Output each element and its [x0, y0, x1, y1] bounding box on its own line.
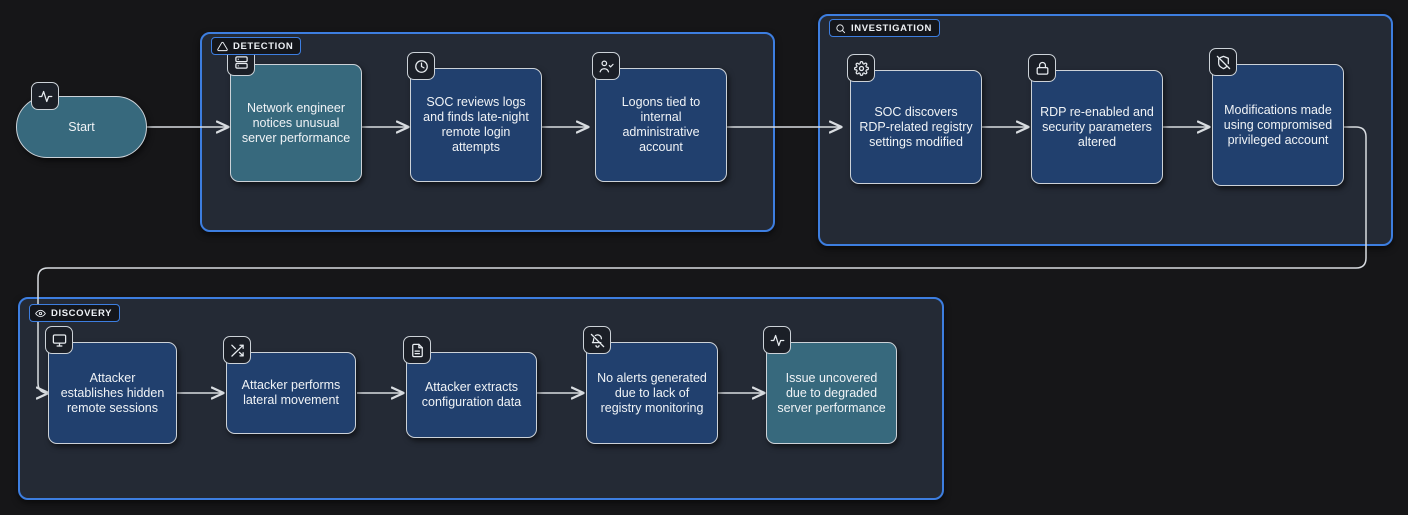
node-label: Modifications made using compromised pri…	[1223, 102, 1333, 147]
node-attacker-extracts-config[interactable]: Attacker extracts configuration data	[403, 336, 537, 438]
node-label: Attacker establishes hidden remote sessi…	[60, 370, 165, 415]
node-rdp-re-enabled[interactable]: RDP re-enabled and security parameters a…	[1028, 54, 1163, 184]
shield-off-icon	[1209, 48, 1237, 76]
node-label: SOC reviews logs and finds late-night re…	[423, 95, 529, 154]
search-icon	[835, 23, 846, 34]
shuffle-icon	[223, 336, 251, 364]
node-label: SOC discovers RDP-related registry setti…	[859, 104, 973, 149]
lock-icon	[1028, 54, 1056, 82]
node-label: RDP re-enabled and security parameters a…	[1040, 104, 1154, 149]
node-label: Issue uncovered due to degraded server p…	[777, 370, 886, 415]
node-no-alerts-generated[interactable]: No alerts generated due to lack of regis…	[583, 326, 718, 444]
node-network-engineer-notices[interactable]: Network engineer notices unusual server …	[227, 48, 362, 182]
group-label-text: INVESTIGATION	[851, 22, 932, 34]
node-start[interactable]: Start	[16, 82, 147, 158]
clock-icon	[407, 52, 435, 80]
eye-icon	[35, 308, 46, 319]
activity-icon	[31, 82, 59, 110]
node-issue-uncovered[interactable]: Issue uncovered due to degraded server p…	[763, 326, 897, 444]
node-modifications-compromised-account[interactable]: Modifications made using compromised pri…	[1209, 48, 1344, 186]
activity-icon	[763, 326, 791, 354]
node-attacker-lateral-movement[interactable]: Attacker performs lateral movement	[223, 336, 356, 434]
group-label-text: DISCOVERY	[51, 307, 113, 319]
node-attacker-establishes-sessions[interactable]: Attacker establishes hidden remote sessi…	[45, 326, 177, 444]
node-label: Logons tied to internal administrative a…	[621, 95, 701, 154]
node-label: No alerts generated due to lack of regis…	[597, 370, 707, 415]
node-soc-reviews-logs[interactable]: SOC reviews logs and finds late-night re…	[407, 52, 542, 182]
warning-triangle-icon	[217, 41, 228, 52]
user-check-icon	[592, 52, 620, 80]
node-soc-discovers-rdp-registry[interactable]: SOC discovers RDP-related registry setti…	[847, 54, 982, 184]
node-label: Network engineer notices unusual server …	[241, 100, 351, 145]
bell-off-icon	[583, 326, 611, 354]
node-label: Start	[68, 119, 95, 134]
node-logons-tied-internal-admin[interactable]: Logons tied to internal administrative a…	[592, 52, 727, 182]
group-label-text: DETECTION	[233, 40, 294, 52]
gear-icon	[847, 54, 875, 82]
node-label: Attacker extracts configuration data	[421, 380, 522, 409]
monitor-icon	[45, 326, 73, 354]
group-label-discovery: DISCOVERY	[29, 304, 121, 322]
file-text-icon	[403, 336, 431, 364]
group-label-detection: DETECTION	[211, 37, 302, 55]
group-label-investigation: INVESTIGATION	[829, 19, 940, 37]
node-label: Attacker performs lateral movement	[241, 378, 341, 407]
